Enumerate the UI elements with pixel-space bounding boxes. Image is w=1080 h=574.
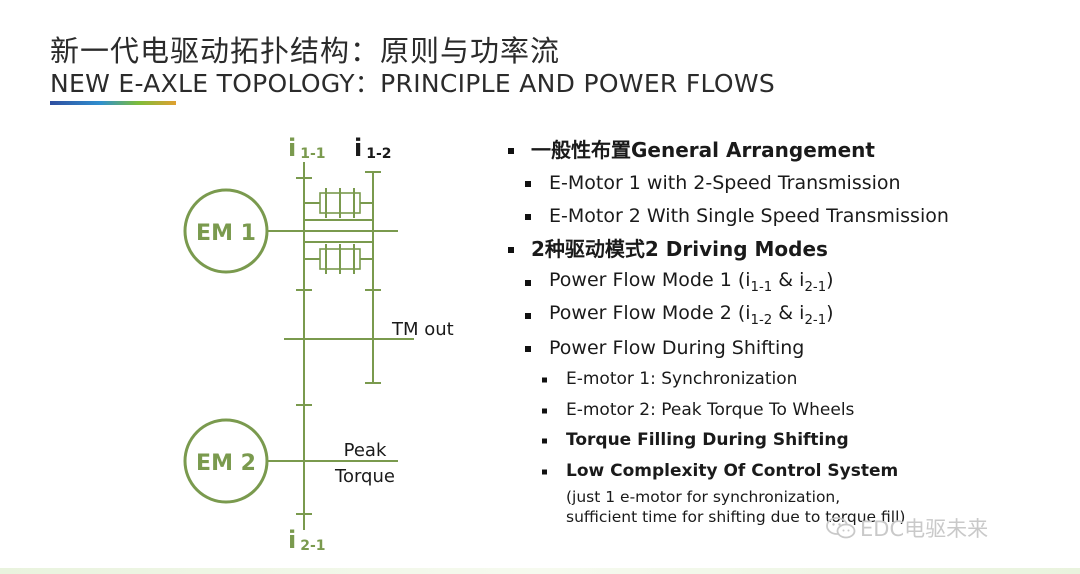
bullet-marker — [525, 312, 531, 319]
bullet-marker — [508, 147, 514, 154]
bullet-torque-filling: Torque Filling During Shifting — [505, 426, 1065, 457]
bullet-marker — [542, 438, 547, 444]
wechat-icon — [826, 517, 856, 539]
em1-label: EM 1 — [196, 221, 256, 246]
bullet-em2-peak: E-motor 2: Peak Torque To Wheels — [505, 396, 1065, 427]
bullet-marker — [542, 408, 547, 414]
torque-label: Torque — [334, 466, 395, 487]
low-complexity-note-1: (just 1 e-motor for synchronization, — [566, 488, 841, 506]
bullet-marker — [542, 469, 547, 475]
bullet-marker — [508, 246, 514, 253]
bottom-strip — [0, 568, 1080, 574]
diagram-lines — [183, 162, 414, 530]
bullet-marker — [525, 279, 531, 286]
watermark-text: EDC电驱未来 — [860, 517, 989, 541]
bullet-marker — [542, 377, 547, 383]
peak-label: Peak — [344, 440, 387, 461]
bullet-low-complexity: Low Complexity Of Control System — [505, 457, 1065, 488]
bullet-marker — [525, 213, 531, 220]
watermark: EDC电驱未来 — [826, 513, 988, 543]
em2-label: EM 2 — [196, 451, 256, 476]
title-accent-bar — [50, 101, 176, 105]
bullet-power-flow-mode-1: Power Flow Mode 1 (i1-1 & i2-1) — [505, 266, 1065, 299]
bullet-em2-transmission: E-Motor 2 With Single Speed Transmission — [505, 200, 1065, 233]
page-title-cn: 新一代电驱动拓扑结构：原则与功率流 — [50, 34, 561, 68]
bullet-list: 一般性布置 General Arrangement E-Motor 1 with… — [505, 134, 1065, 527]
bullet-power-flow-shifting: Power Flow During Shifting — [505, 332, 1065, 365]
bullet-general-arrangement: 一般性布置 General Arrangement — [505, 134, 1065, 167]
bullet-power-flow-mode-2: Power Flow Mode 2 (i1-2 & i2-1) — [505, 299, 1065, 332]
low-complexity-note-2: sufficient time for shifting due to torq… — [566, 508, 906, 526]
page-title-en: NEW E-AXLE TOPOLOGY：PRINCIPLE AND POWER … — [50, 69, 776, 98]
tm-out-label: TM out — [391, 319, 454, 340]
bullet-em1-sync: E-motor 1: Synchronization — [505, 365, 1065, 396]
bullet-driving-modes: 2种驱动模式 2 Driving Modes — [505, 233, 1065, 266]
bullet-em1-transmission: E-Motor 1 with 2-Speed Transmission — [505, 167, 1065, 200]
bullet-marker — [525, 345, 531, 352]
bullet-marker — [525, 180, 531, 187]
